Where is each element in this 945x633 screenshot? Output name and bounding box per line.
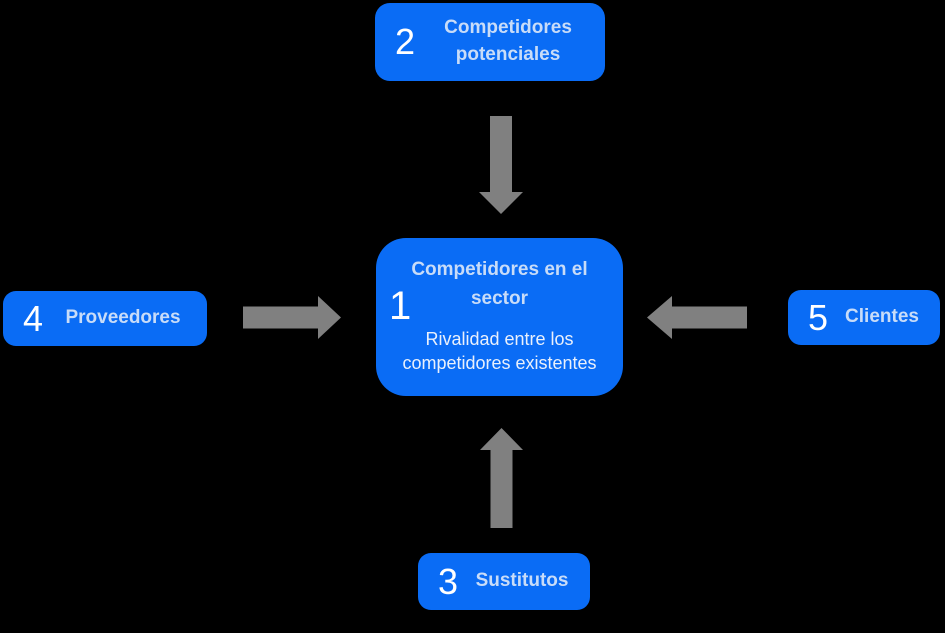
node-sector-competitors: 1 Competidores en el sector Rivalidad en… [376,238,623,396]
arrow-up-icon [480,428,523,528]
node-label: Sustitutos [475,570,569,592]
arrow-right-icon [243,296,341,339]
node-title: Competidores en el sector [411,259,588,309]
arrow-down-icon [479,116,523,214]
node-number: 1 [389,284,412,328]
node-potential-competitors: 2 Competidores potenciales [375,3,605,81]
node-subtitle: Rivalidad entre los competidores existen… [402,329,597,374]
node-number: 3 [438,560,459,602]
node-suppliers: 4 Proveedores [3,291,207,346]
node-number: 5 [808,296,829,338]
node-label: Competidores potenciales [444,17,572,65]
node-label: Proveedores [65,307,181,329]
node-number: 4 [23,297,44,339]
node-label: Clientes [845,306,919,328]
node-clients: 5 Clientes [788,290,940,345]
node-number: 2 [395,21,416,62]
arrow-left-icon [647,296,747,339]
node-substitutes: 3 Sustitutos [418,553,590,610]
